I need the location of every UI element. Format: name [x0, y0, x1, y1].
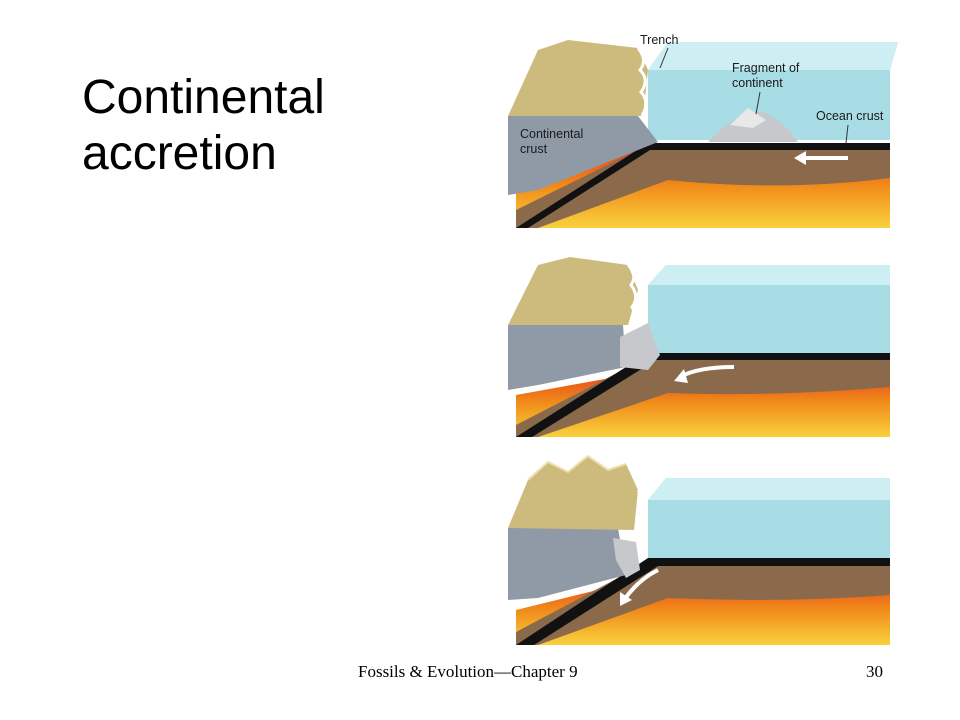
coastline	[626, 263, 638, 326]
coastline	[636, 47, 648, 117]
plate-motion-arrowhead	[620, 592, 632, 606]
continental-crust-label-line2: crust	[520, 142, 548, 156]
trench-label: Trench	[640, 33, 678, 47]
page-number: 30	[866, 662, 883, 681]
continent-land	[508, 257, 638, 325]
ocean-crust-leader	[845, 124, 849, 144]
plate-motion-arrowhead	[794, 151, 806, 165]
continental-crust	[508, 116, 658, 195]
oceanic-lithosphere	[516, 145, 890, 228]
fragment-label-line1: Fragment of	[732, 61, 800, 75]
ocean-surface	[648, 42, 898, 70]
ocean-surface	[648, 478, 890, 500]
plate-edge	[516, 558, 890, 645]
continental-crust	[508, 528, 626, 600]
ocean-water	[648, 265, 890, 353]
fragment-peak	[730, 108, 766, 128]
accreted-crust	[613, 538, 640, 578]
mountain-ridge	[527, 454, 627, 481]
trench-leader	[659, 47, 669, 69]
continental-crust-label-line1: Continental	[520, 127, 583, 141]
plate-motion-arrowhead	[674, 369, 688, 383]
ocean-surface	[648, 265, 890, 285]
continental-crust	[508, 325, 626, 390]
accretion-stage-approach: Trench Fragment of continent Ocean crust…	[508, 33, 898, 228]
oceanic-lithosphere	[516, 357, 890, 437]
ocean-crust-label: Ocean crust	[816, 109, 884, 123]
mountain-range	[508, 456, 638, 530]
slide-title: Continental accretion	[82, 70, 382, 182]
accretion-stage-accreted	[508, 454, 890, 645]
fragment-label-line2: continent	[732, 76, 783, 90]
plate-edge	[516, 353, 890, 437]
fragment-leader	[755, 91, 761, 115]
accreting-fragment	[620, 323, 660, 370]
continent-land	[508, 40, 648, 116]
coastline	[635, 489, 645, 535]
accretion-stage-collision	[508, 257, 890, 437]
slide-title-line1: Continental	[82, 71, 325, 124]
slide-footer: Fossils & Evolution—Chapter 9	[358, 662, 578, 681]
plate-edge	[516, 143, 890, 228]
slide-title-line2: accretion	[82, 127, 277, 180]
oceanic-lithosphere	[516, 562, 890, 645]
